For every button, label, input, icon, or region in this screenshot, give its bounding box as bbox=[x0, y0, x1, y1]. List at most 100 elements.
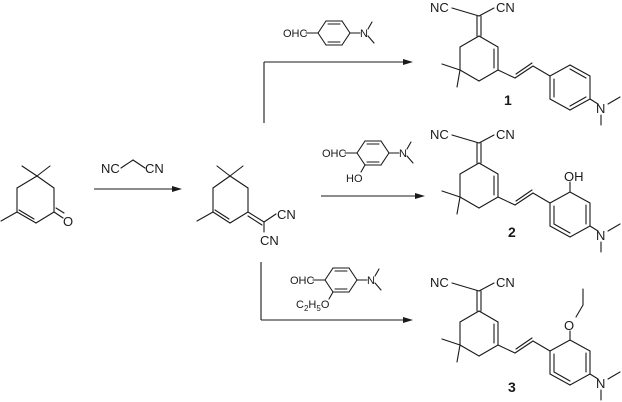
bond bbox=[569, 64, 591, 77]
bond bbox=[53, 211, 64, 219]
bond bbox=[549, 373, 571, 386]
bond bbox=[607, 371, 621, 380]
cn-label: CN bbox=[496, 127, 515, 142]
bond bbox=[360, 164, 366, 173]
bond bbox=[478, 134, 495, 144]
bond bbox=[374, 268, 380, 277]
bond bbox=[459, 310, 480, 323]
bond bbox=[607, 223, 621, 232]
bond bbox=[532, 65, 551, 77]
aldehyde-label: OHC bbox=[283, 28, 308, 40]
bond bbox=[451, 7, 480, 17]
bond bbox=[348, 267, 358, 281]
bond bbox=[16, 175, 38, 189]
amine-n: N bbox=[596, 228, 605, 243]
product-3: NC CN O N 3 bbox=[430, 275, 621, 401]
arrowhead bbox=[415, 193, 425, 199]
bond bbox=[36, 175, 55, 189]
compound-label: 2 bbox=[508, 224, 516, 240]
bond bbox=[553, 223, 571, 234]
arrowhead bbox=[403, 317, 413, 323]
cn-label: CN bbox=[496, 0, 515, 15]
bond bbox=[569, 98, 591, 111]
bond bbox=[356, 152, 366, 166]
bond bbox=[514, 192, 534, 206]
bond bbox=[549, 64, 571, 77]
bond bbox=[324, 267, 334, 281]
bond bbox=[478, 196, 499, 209]
bond bbox=[214, 209, 230, 220]
amine-n: N bbox=[399, 148, 407, 160]
bond bbox=[532, 192, 551, 204]
reagent-nc: NC bbox=[101, 161, 120, 176]
nc-label: NC bbox=[430, 0, 449, 15]
bond bbox=[441, 190, 461, 198]
bond bbox=[341, 32, 351, 46]
hydroxy-label: HO bbox=[346, 173, 363, 185]
bond bbox=[317, 20, 327, 34]
bond bbox=[515, 62, 533, 75]
reagent-c: OHC C2H5O N bbox=[290, 267, 382, 313]
bond bbox=[229, 165, 244, 177]
bond bbox=[380, 140, 390, 154]
bond bbox=[406, 141, 412, 150]
product-2: NC CN OH N 2 bbox=[430, 127, 621, 253]
bond bbox=[317, 32, 327, 46]
bond bbox=[569, 373, 591, 386]
bond bbox=[478, 162, 499, 175]
bond bbox=[120, 159, 134, 169]
product-1: NC CN N 1 bbox=[430, 0, 621, 126]
cn-label: CN bbox=[496, 275, 515, 290]
arrow-middle bbox=[321, 193, 425, 199]
bond bbox=[247, 211, 265, 223]
bond bbox=[549, 339, 571, 352]
bond bbox=[441, 63, 461, 71]
bond bbox=[569, 96, 587, 107]
bond bbox=[451, 282, 480, 292]
amine-n: N bbox=[360, 28, 368, 40]
bond bbox=[356, 140, 366, 154]
bond bbox=[18, 209, 35, 220]
bond bbox=[497, 196, 516, 206]
bond bbox=[569, 191, 591, 204]
bond bbox=[532, 340, 551, 352]
bond bbox=[589, 225, 599, 232]
bond bbox=[459, 162, 480, 175]
bond bbox=[514, 65, 534, 79]
bond bbox=[515, 189, 533, 202]
bond bbox=[456, 69, 461, 88]
hydroxy-label: OH bbox=[564, 169, 584, 184]
cyano-lower: CN bbox=[260, 233, 279, 248]
branch-arrow-bottom bbox=[260, 262, 413, 323]
bond bbox=[328, 291, 334, 300]
bond bbox=[607, 96, 621, 105]
nc-label: NC bbox=[430, 275, 449, 290]
bond bbox=[406, 155, 414, 164]
bond bbox=[575, 304, 584, 318]
bond bbox=[367, 21, 373, 30]
bond bbox=[497, 69, 516, 79]
bond bbox=[589, 373, 599, 380]
bond bbox=[459, 69, 480, 82]
aldehyde-label: OHC bbox=[290, 275, 315, 287]
bond bbox=[478, 344, 499, 357]
bond bbox=[441, 338, 461, 346]
bond bbox=[456, 196, 461, 215]
bond bbox=[21, 165, 38, 177]
bond bbox=[569, 225, 591, 238]
bond bbox=[348, 279, 358, 293]
reagent-b: OHC HO N bbox=[322, 140, 414, 185]
bond bbox=[459, 35, 480, 48]
bond bbox=[456, 344, 461, 363]
bond bbox=[196, 211, 214, 222]
bond bbox=[478, 310, 499, 323]
compound-label: 1 bbox=[504, 92, 512, 108]
bond bbox=[35, 211, 55, 224]
bond bbox=[589, 98, 599, 105]
arrowhead bbox=[172, 186, 182, 192]
bond bbox=[132, 159, 146, 169]
arrowhead bbox=[403, 59, 413, 65]
bond bbox=[478, 7, 495, 17]
bond bbox=[553, 371, 571, 382]
